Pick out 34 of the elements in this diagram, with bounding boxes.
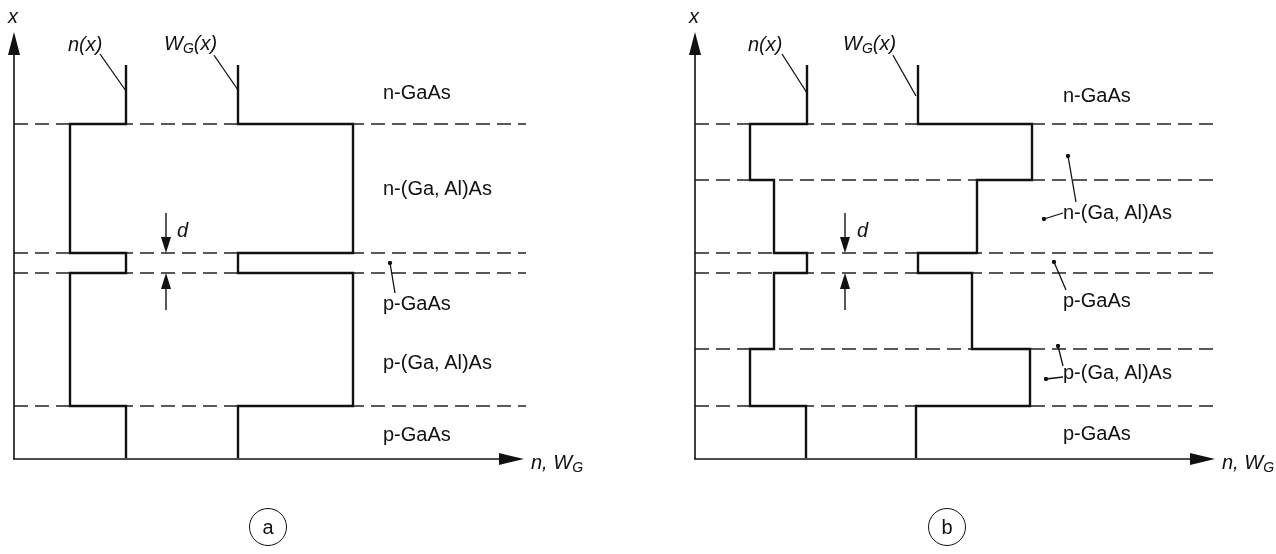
curve-label: n(x)	[68, 34, 103, 54]
axis-label: x	[689, 6, 699, 26]
curve-label: n(x)	[748, 34, 783, 54]
profile-curve	[68, 65, 128, 458]
layer-label: p-GaAs	[383, 424, 451, 444]
leader-line	[387, 260, 396, 294]
layer-label: p-(Ga, Al)As	[1063, 362, 1172, 382]
curve-label: W$_{G}$(x)	[843, 32, 897, 56]
profile-curve	[914, 65, 1034, 458]
leader-line	[213, 54, 239, 91]
leader-line	[892, 54, 917, 97]
layer-label: p-(Ga, Al)As	[383, 352, 492, 372]
profile-curve	[748, 65, 809, 458]
leader-line	[1041, 212, 1064, 222]
leader-line	[1051, 259, 1067, 291]
leader-line	[1065, 153, 1077, 203]
axis-label: x	[8, 6, 18, 26]
dimension-label: d	[857, 220, 869, 240]
leader-line	[781, 53, 808, 94]
curve-label: W$_{G}$(x)	[164, 32, 218, 56]
layer-label: n-GaAs	[1063, 85, 1131, 105]
layer-label: n-(Ga, Al)As	[383, 178, 492, 198]
layer-label: n-GaAs	[383, 82, 451, 102]
axis-label: n, W$_{G}$	[531, 451, 583, 475]
dimension-label: d	[177, 220, 189, 240]
layer-label: p-GaAs	[383, 293, 451, 313]
leader-line	[1043, 376, 1064, 382]
layer-label: p-GaAs	[1063, 423, 1131, 443]
layer-label: n-(Ga, Al)As	[1063, 202, 1172, 222]
leader-line	[1055, 343, 1064, 367]
profile-curve	[236, 65, 355, 458]
layer-label: p-GaAs	[1063, 290, 1131, 310]
leader-line	[99, 53, 127, 92]
axis-label: n, W$_{G}$	[1222, 451, 1274, 475]
